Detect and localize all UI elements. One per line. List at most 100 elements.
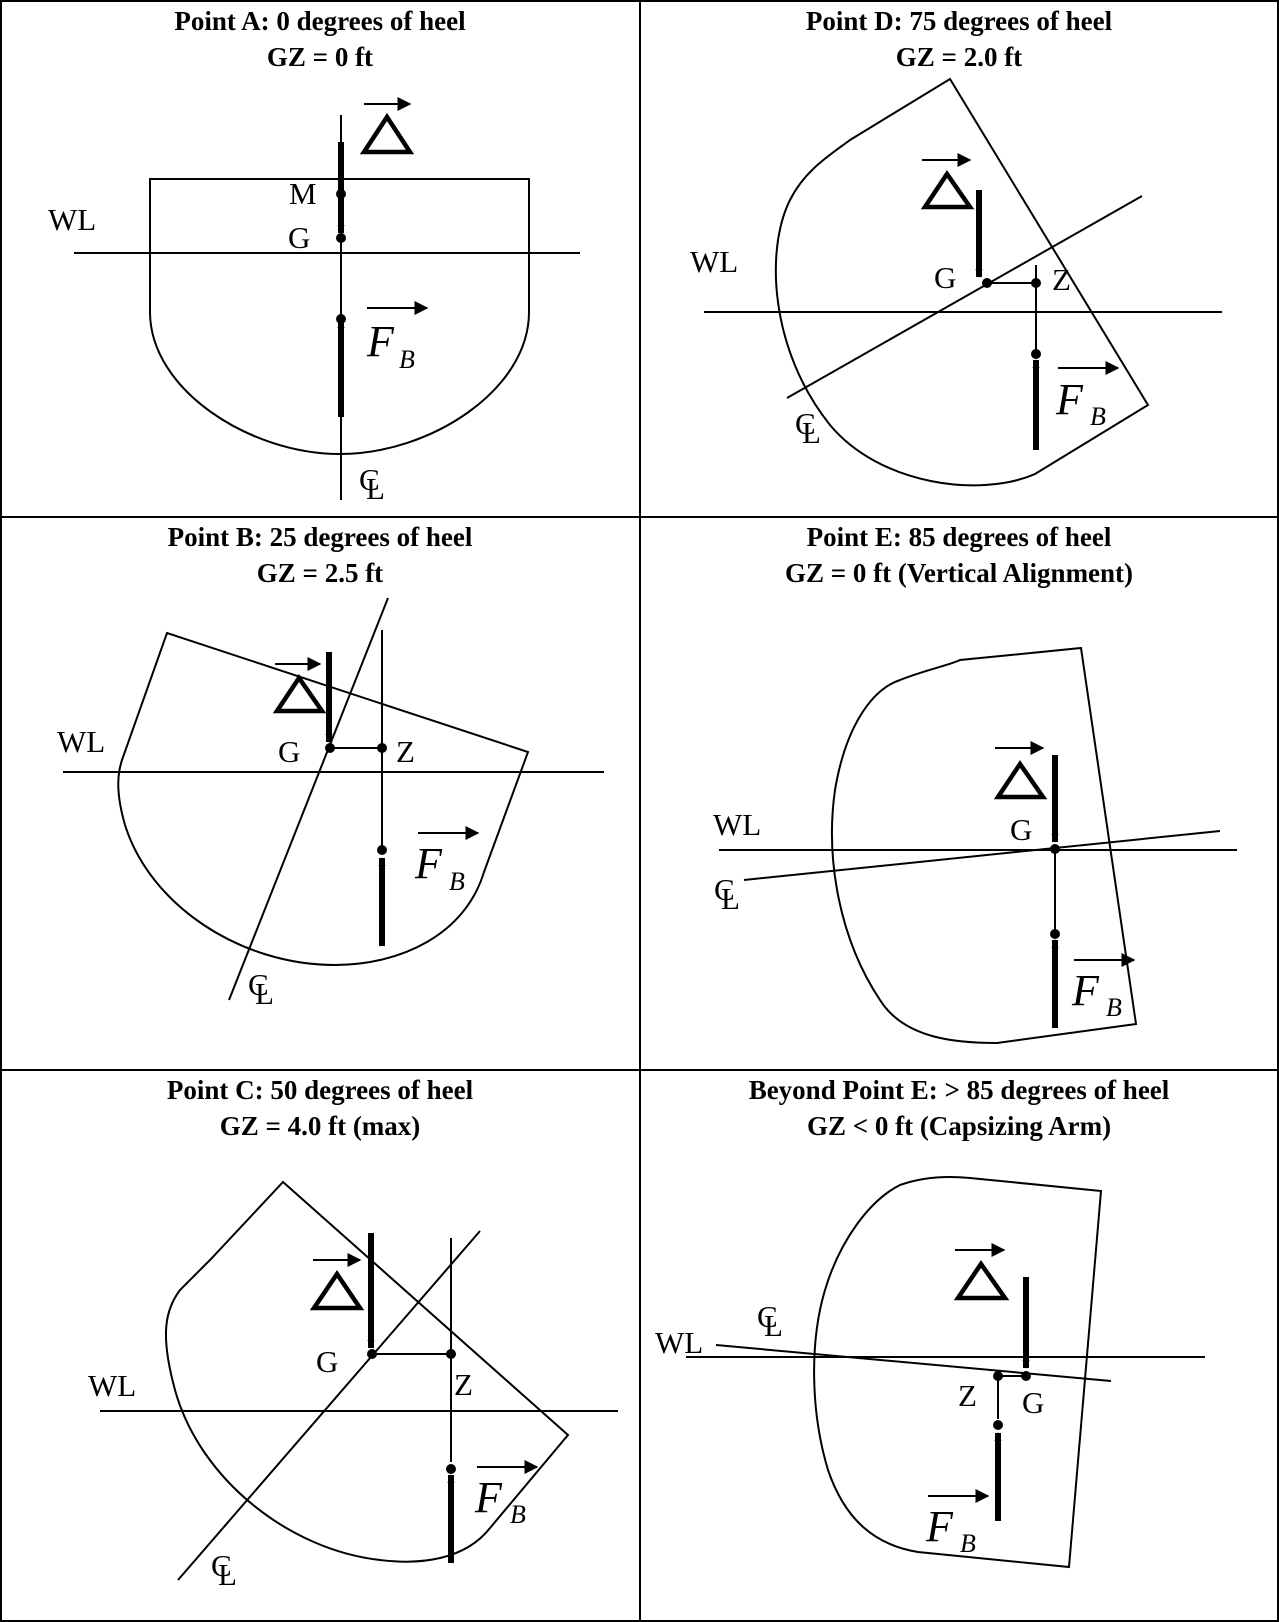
panel-b-title-line1: Point B: 25 degrees of heel [168, 522, 473, 552]
svg-text:B: B [399, 345, 415, 374]
centerline-symbol: C L [795, 406, 821, 450]
panel-point-d: Point D: 75 degrees of heel GZ = 2.0 ft … [690, 6, 1222, 487]
waterline-label: WL [713, 807, 761, 842]
center-of-buoyancy-point [377, 845, 387, 855]
panel-a-title-line2: GZ = 0 ft [267, 42, 373, 72]
panel-a-title-line1: Point A: 0 degrees of heel [174, 6, 466, 36]
panel-e-title-line2: GZ = 0 ft (Vertical Alignment) [785, 558, 1133, 588]
buoyant-force-symbol: F B [366, 301, 429, 374]
svg-text:L: L [764, 1308, 783, 1343]
svg-text:F: F [414, 839, 443, 888]
metacenter-point [336, 189, 346, 199]
svg-text:C: C [248, 967, 269, 1002]
center-of-buoyancy-point [993, 1420, 1003, 1430]
z-point [993, 1371, 1003, 1381]
metacenter-label: M [289, 176, 317, 211]
panel-d-title-line1: Point D: 75 degrees of heel [806, 6, 1113, 36]
svg-text:C: C [714, 872, 735, 907]
hull-outline [117, 631, 530, 967]
panel-point-e: Point E: 85 degrees of heel GZ = 0 ft (V… [713, 522, 1237, 1045]
svg-text:L: L [721, 881, 740, 916]
displacement-vector-symbol [993, 741, 1048, 800]
svg-text:F: F [474, 1473, 503, 1522]
waterline-label: WL [690, 244, 738, 279]
z-point [377, 743, 387, 753]
svg-text:C: C [795, 406, 816, 441]
z-label: Z [454, 1367, 473, 1402]
displacement-vector-symbol [920, 153, 975, 210]
center-of-buoyancy-point [1050, 929, 1060, 939]
centerline-symbol: C L [714, 872, 740, 916]
svg-text:C: C [211, 1548, 232, 1583]
buoyant-force-symbol: F B [925, 1489, 990, 1558]
svg-text:L: L [802, 415, 821, 450]
svg-text:B: B [449, 867, 465, 896]
panel-beyond-point-e: Beyond Point E: > 85 degrees of heel GZ … [655, 1075, 1205, 1569]
svg-text:C: C [757, 1299, 778, 1334]
svg-text:L: L [366, 471, 385, 506]
centerline [786, 195, 1143, 399]
buoyant-force-symbol: F B [1071, 953, 1136, 1022]
buoyant-force-symbol: F B [414, 826, 480, 896]
waterline-label: WL [48, 202, 96, 237]
buoyant-force-symbol: F B [474, 1460, 539, 1529]
centerline-symbol: C L [359, 462, 385, 506]
center-of-gravity-point [336, 233, 346, 243]
displacement-vector-symbol [953, 1243, 1010, 1301]
waterline-label: WL [655, 1325, 703, 1360]
hull-outline [165, 1180, 570, 1563]
z-label: Z [396, 734, 415, 769]
center-of-gravity-label: G [278, 734, 300, 769]
buoyant-force-symbol: F B [1055, 361, 1120, 431]
centerline [715, 1344, 1112, 1382]
waterline-label: WL [88, 1368, 136, 1403]
center-of-buoyancy-point [336, 314, 346, 324]
center-of-buoyancy-point [446, 1464, 456, 1474]
hull-outline [813, 1175, 1103, 1569]
center-of-buoyancy-point [1031, 349, 1041, 359]
center-of-gravity-label: G [1022, 1385, 1044, 1420]
svg-text:F: F [925, 1502, 954, 1551]
centerline-symbol: C L [757, 1299, 783, 1343]
center-of-gravity-label: G [316, 1344, 338, 1379]
svg-text:B: B [1106, 993, 1122, 1022]
panel-f-title-line1: Beyond Point E: > 85 degrees of heel [749, 1075, 1170, 1105]
svg-text:C: C [359, 462, 380, 497]
center-of-gravity-label: G [288, 220, 310, 255]
panel-e-title-line1: Point E: 85 degrees of heel [807, 522, 1112, 552]
center-of-gravity-label: G [1010, 812, 1032, 847]
panel-point-a: Point A: 0 degrees of heel GZ = 0 ft WL … [48, 6, 580, 506]
waterline-label: WL [57, 724, 105, 759]
svg-text:F: F [1055, 375, 1084, 424]
panel-point-b: Point B: 25 degrees of heel GZ = 2.5 ft … [57, 522, 604, 1011]
centerline-symbol: C L [211, 1548, 237, 1592]
centerline [177, 1230, 481, 1581]
svg-text:B: B [510, 1500, 526, 1529]
z-point [1031, 278, 1041, 288]
svg-text:B: B [1090, 402, 1106, 431]
z-point [446, 1349, 456, 1359]
svg-text:F: F [366, 317, 395, 366]
z-label: Z [1052, 262, 1071, 297]
displacement-vector-symbol [309, 1253, 365, 1311]
panel-c-title-line2: GZ = 4.0 ft (max) [220, 1111, 421, 1141]
displacement-vector-symbol [359, 97, 415, 155]
hull-outline [774, 77, 1150, 487]
centerline [228, 597, 389, 1001]
centerline [743, 830, 1221, 881]
svg-text:L: L [255, 976, 274, 1011]
centerline-symbol: C L [248, 967, 274, 1011]
displacement-vector-symbol [272, 657, 327, 714]
panel-c-title-line1: Point C: 50 degrees of heel [167, 1075, 474, 1105]
svg-text:F: F [1071, 966, 1100, 1015]
panel-b-title-line2: GZ = 2.5 ft [257, 558, 383, 588]
panel-d-title-line2: GZ = 2.0 ft [896, 42, 1022, 72]
svg-text:L: L [218, 1557, 237, 1592]
hull-outline [831, 646, 1138, 1045]
center-of-gravity-label: G [934, 260, 956, 295]
z-label: Z [958, 1378, 977, 1413]
svg-text:B: B [960, 1529, 976, 1558]
panel-f-title-line2: GZ < 0 ft (Capsizing Arm) [807, 1111, 1111, 1141]
